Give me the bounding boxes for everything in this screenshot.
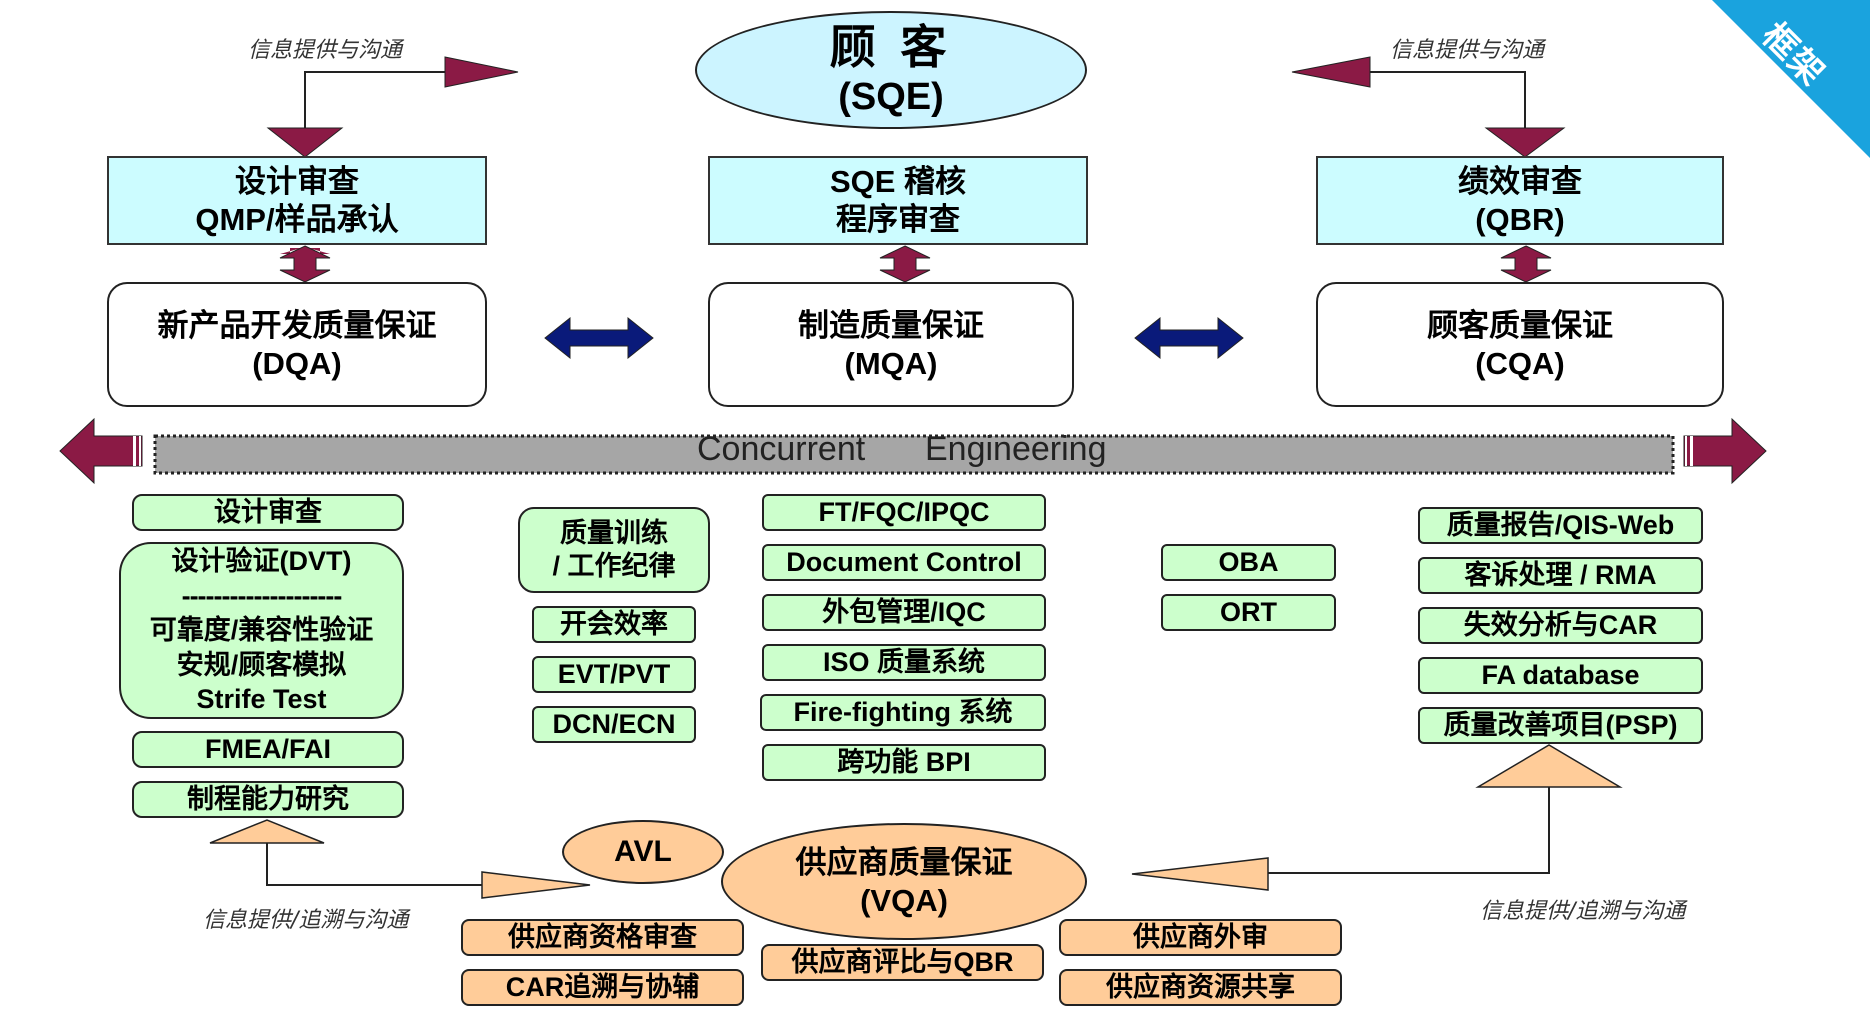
concurrent-engineering-band: [153, 434, 1675, 475]
dqa-item-fmea: FMEA/FAI: [132, 731, 404, 768]
test-item-ort: ORT: [1161, 594, 1336, 631]
mqa-item-iso-system: ISO 质量系统: [762, 644, 1046, 681]
performance-review-box: 绩效审查 (QBR): [1316, 156, 1724, 245]
sqe-audit-line-1: SQE 稽核: [829, 163, 967, 199]
dqa-box: 新产品开发质量保证 (DQA): [107, 282, 487, 407]
design-review-line-1: 设计审查: [235, 163, 359, 199]
band-label-right: Engineering: [925, 430, 1107, 468]
arrow-left-top-right: [1291, 56, 1371, 88]
cqa-item-complaint-rma: 客诉处理 / RMA: [1418, 557, 1703, 594]
quality-training-line-1: 质量训练: [560, 518, 668, 549]
dqa-item-design-review: 设计审查: [132, 494, 404, 531]
double-arrow-mqa: [879, 245, 931, 283]
dqa-item-dvt: 设计验证(DVT) -------------------- 可靠度/兼容性验证…: [119, 542, 404, 719]
test-item-oba: OBA: [1161, 544, 1336, 581]
vqa-item-rating-qbr: 供应商评比与QBR: [761, 944, 1044, 981]
training-item-quality-training: 质量训练 / 工作纪律: [518, 507, 710, 593]
cqa-item-failure-analysis: 失效分析与CAR: [1418, 607, 1703, 644]
mqa-item-ft-fqc-ipqc: FT/FQC/IPQC: [762, 494, 1046, 531]
mqa-box: 制造质量保证 (MQA): [708, 282, 1074, 407]
double-arrow-dqa: [279, 245, 331, 283]
band-arrow-right: [1683, 417, 1767, 485]
mqa-title: 制造质量保证: [798, 307, 984, 343]
cqa-item-quality-report: 质量报告/QIS-Web: [1418, 507, 1703, 544]
vqa-item-car-tracking: CAR追溯与协辅: [461, 969, 744, 1006]
cqa-item-improvement-project: 质量改善项目(PSP): [1418, 707, 1703, 744]
vqa-sub: (VQA): [860, 882, 948, 918]
dvt-divider: --------------------: [181, 580, 343, 611]
double-arrow-mqa-cqa: [1134, 316, 1244, 360]
sqe-audit-line-2: 程序审查: [836, 201, 960, 237]
design-review-line-2: QMP/样品承认: [195, 201, 399, 237]
vqa-item-qualification: 供应商资格审查: [461, 919, 744, 956]
dvt-line-1: 设计验证(DVT): [171, 546, 352, 577]
note-bottom-left: 信息提供/追溯与沟通: [203, 908, 409, 933]
arrow-right-top-left: [444, 56, 519, 88]
triangle-up-dqa: [209, 819, 325, 844]
mqa-item-document-control: Document Control: [762, 544, 1046, 581]
dqa-title: 新产品开发质量保证: [157, 307, 437, 343]
dvt-line-3: 可靠度/兼容性验证: [149, 615, 374, 646]
mqa-item-outsourcing-iqc: 外包管理/IQC: [762, 594, 1046, 631]
arrow-right-to-avl: [481, 871, 591, 899]
sqe-audit-box: SQE 稽核 程序审查: [708, 156, 1088, 245]
customer-title: 顾 客: [829, 20, 953, 73]
training-item-evt-pvt: EVT/PVT: [532, 656, 696, 693]
note-bottom-right: 信息提供/追溯与沟通: [1480, 899, 1686, 924]
cqa-box: 顾客质量保证 (CQA): [1316, 282, 1724, 407]
note-top-left: 信息提供与沟通: [248, 38, 403, 63]
arrow-left-to-vqa: [1131, 857, 1269, 891]
mqa-sub: (MQA): [844, 345, 938, 381]
vqa-oval: 供应商质量保证 (VQA): [721, 823, 1087, 940]
note-top-right: 信息提供与沟通: [1390, 38, 1545, 63]
cqa-sub: (CQA): [1475, 345, 1565, 381]
connector-top-right: [1370, 71, 1526, 128]
customer-oval: 顾 客 (SQE): [695, 11, 1087, 129]
vqa-item-resource-sharing: 供应商资源共享: [1059, 969, 1342, 1006]
connector-bottom-right: [1268, 787, 1550, 874]
customer-sub: (SQE): [838, 75, 944, 118]
dvt-line-4: 安规/顾客模拟: [176, 649, 347, 680]
vqa-title: 供应商质量保证: [795, 845, 1013, 881]
training-item-meeting-efficiency: 开会效率: [532, 606, 696, 643]
quality-training-line-2: / 工作纪律: [552, 551, 676, 581]
dqa-sub: (DQA): [252, 345, 342, 381]
training-item-dcn-ecn: DCN/ECN: [532, 706, 696, 743]
band-label-left: Concurrent: [697, 430, 866, 468]
dqa-item-process-capability: 制程能力研究: [132, 781, 404, 818]
performance-review-line-2: (QBR): [1475, 201, 1565, 237]
connector-top-left: [304, 71, 445, 133]
design-review-box: 设计审查 QMP/样品承认: [107, 156, 487, 245]
cqa-item-fa-database: FA database: [1418, 657, 1703, 694]
dvt-line-5: Strife Test: [196, 684, 327, 715]
arrow-down-design: [266, 127, 344, 158]
mqa-item-fire-fighting: Fire-fighting 系统: [760, 694, 1046, 731]
avl-oval: AVL: [562, 820, 724, 884]
band-arrow-left: [59, 417, 143, 485]
mqa-item-cross-functional-bpi: 跨功能 BPI: [762, 744, 1046, 781]
performance-review-line-1: 绩效审查: [1458, 163, 1582, 199]
arrow-down-performance: [1484, 127, 1566, 158]
connector-bottom-left: [266, 843, 482, 886]
triangle-up-cqa: [1475, 744, 1623, 788]
vqa-item-external-audit: 供应商外审: [1059, 919, 1342, 956]
double-arrow-dqa-mqa: [544, 316, 654, 360]
double-arrow-cqa: [1500, 245, 1552, 283]
corner-ribbon: [1712, 0, 1870, 158]
cqa-title: 顾客质量保证: [1427, 307, 1613, 343]
